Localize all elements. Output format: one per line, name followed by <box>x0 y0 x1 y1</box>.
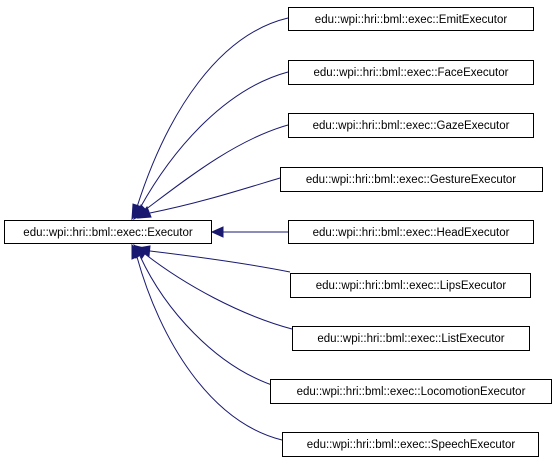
edge-face <box>139 71 289 209</box>
node-label: edu::wpi::hri::bml::exec::LocomotionExec… <box>297 386 526 398</box>
node-label: edu::wpi::hri::bml::exec::SpeechExecutor <box>307 439 516 451</box>
node-derived-list[interactable]: edu::wpi::hri::bml::exec::ListExecutor <box>292 326 530 351</box>
edge-locomotion <box>139 255 273 386</box>
node-derived-emit[interactable]: edu::wpi::hri::bml::exec::EmitExecutor <box>288 7 534 31</box>
node-label: edu::wpi::hri::bml::exec::GazeExecutor <box>313 120 510 132</box>
node-derived-locomotion[interactable]: edu::wpi::hri::bml::exec::LocomotionExec… <box>270 379 552 404</box>
edge-speech <box>136 256 283 441</box>
node-derived-gaze[interactable]: edu::wpi::hri::bml::exec::GazeExecutor <box>288 113 534 138</box>
arrow-head <box>210 226 224 238</box>
node-derived-speech[interactable]: edu::wpi::hri::bml::exec::SpeechExecutor <box>282 432 539 457</box>
edges <box>136 17 293 441</box>
node-base-label: edu::wpi::hri::bml::exec::Executor <box>23 227 193 239</box>
node-label: edu::wpi::hri::bml::exec::HeadExecutor <box>313 227 510 239</box>
edge-list <box>144 253 293 330</box>
node-label: edu::wpi::hri::bml::exec::LipsExecutor <box>316 280 507 292</box>
node-derived-lips[interactable]: edu::wpi::hri::bml::exec::LipsExecutor <box>290 273 531 298</box>
edge-gesture <box>149 177 281 214</box>
node-label: edu::wpi::hri::bml::exec::FaceExecutor <box>314 67 509 79</box>
node-derived-head[interactable]: edu::wpi::hri::bml::exec::HeadExecutor <box>288 220 534 244</box>
node-label: edu::wpi::hri::bml::exec::ListExecutor <box>317 333 504 345</box>
arrow-speech <box>131 243 142 260</box>
node-label: edu::wpi::hri::bml::exec::EmitExecutor <box>315 14 508 26</box>
node-label: edu::wpi::hri::bml::exec::GestureExecuto… <box>306 174 516 186</box>
node-derived-gesture[interactable]: edu::wpi::hri::bml::exec::GestureExecuto… <box>280 167 543 192</box>
arrow-gesture <box>136 206 152 219</box>
node-derived-face[interactable]: edu::wpi::hri::bml::exec::FaceExecutor <box>288 60 534 85</box>
node-base[interactable]: edu::wpi::hri::bml::exec::Executor <box>4 220 212 244</box>
edge-gaze <box>144 124 289 211</box>
edge-lips <box>149 250 291 273</box>
edge-emit <box>136 17 289 208</box>
arrowheads <box>131 203 224 260</box>
